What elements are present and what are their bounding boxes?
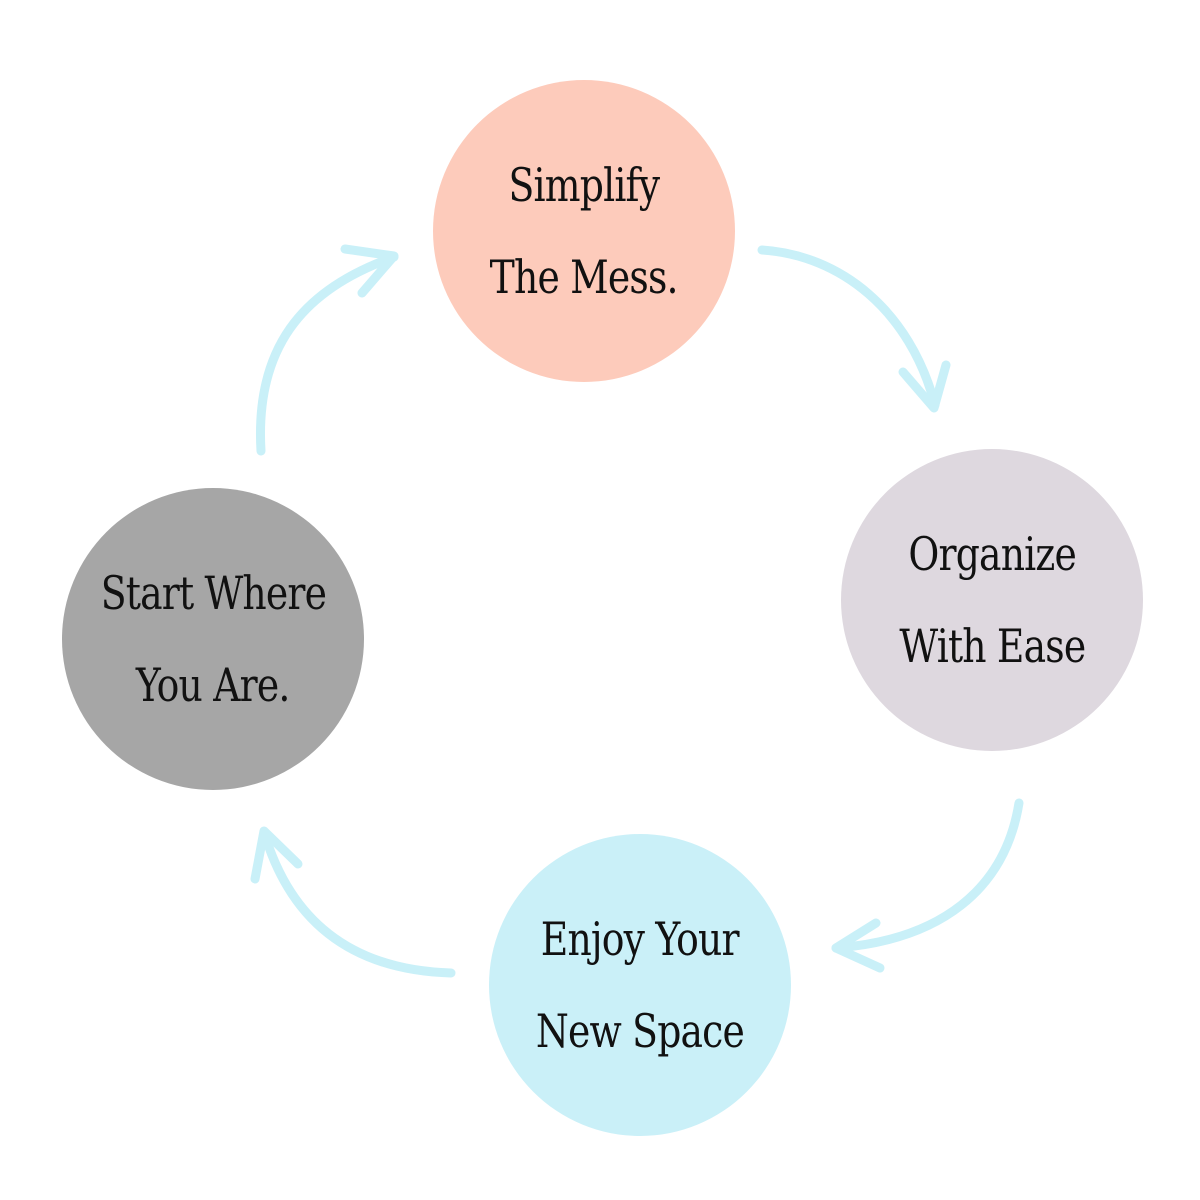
step-simplify-the-mess: Simplify The Mess. [433,80,735,382]
step-organize-with-ease: Organize With Ease [841,449,1143,751]
arrow-simplify-to-organize [757,245,951,413]
arrow-start-to-simplify [255,244,399,456]
step-label-line: Start Where [100,566,326,620]
arrow-shaft [757,245,940,410]
step-enjoy-your-new-space: Enjoy Your New Space [489,834,791,1136]
arrow-shaft [255,252,399,456]
arrow-head-icon [831,918,885,973]
arrow-organize-to-enjoy [831,798,1024,973]
step-label-line: You Are. [136,658,290,712]
step-label-line: Enjoy Your [540,912,740,966]
arrow-head-icon [898,360,951,413]
arrow-enjoy-to-start [250,826,456,978]
step-start-where-you-are: Start Where You Are. [62,488,364,790]
step-label-line: New Space [535,1004,745,1058]
step-label-line: Simplify [508,158,660,212]
step-label-line: With Ease [899,619,1086,673]
step-label-line: Organize [908,527,1076,581]
step-label-line: The Mess. [489,250,679,304]
arrow-head-icon [340,244,399,298]
arrow-shaft [831,798,1024,953]
arrow-shaft [259,827,456,978]
arrow-head-icon [250,826,303,884]
